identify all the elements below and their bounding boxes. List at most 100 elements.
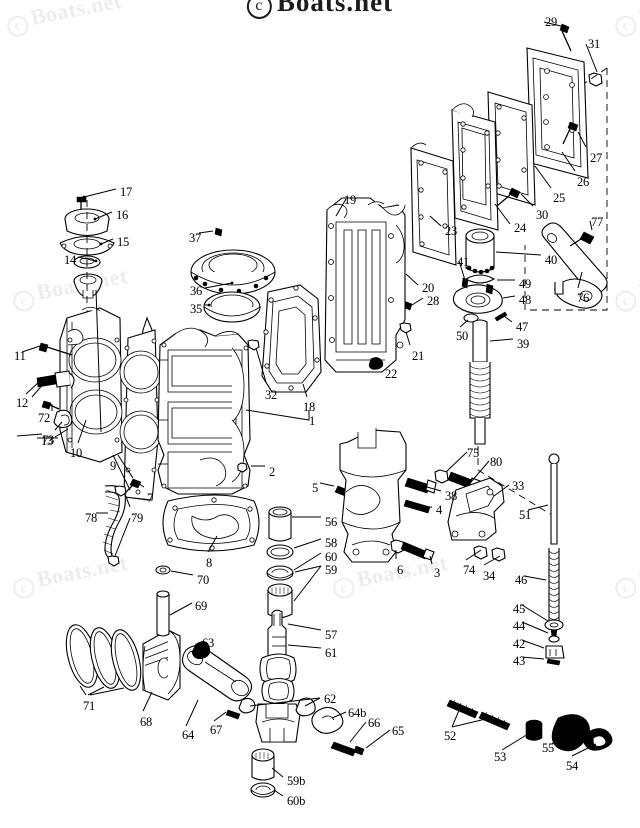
callout-number: 6 <box>397 563 404 577</box>
part-group-head-gasket-9 <box>119 316 163 501</box>
callout-number: 4 <box>436 503 443 517</box>
leader-lines <box>16 21 598 797</box>
callout-number: 59b <box>287 774 306 788</box>
callout-number: 22 <box>385 367 398 381</box>
callout-number: 61 <box>325 646 338 660</box>
callout-number: 73 <box>42 433 55 447</box>
callout-number: 37 <box>189 231 202 245</box>
callout-number: 55 <box>542 741 555 755</box>
callout-number: 51 <box>519 508 532 522</box>
callout-number: 41 <box>457 255 470 269</box>
part-group-bearing-carrier-36 <box>190 227 276 323</box>
callout-number: 44 <box>513 619 526 633</box>
callout-number: 76 <box>577 291 590 305</box>
part-group-main-bearings <box>266 506 294 619</box>
part-group-small-hardware <box>446 699 613 752</box>
part-group-cylinder-block-1 <box>157 327 349 497</box>
part-group-upper-stack <box>59 196 115 320</box>
callout-number: 78 <box>85 511 98 525</box>
part-group-crankshaft-61 <box>250 609 301 798</box>
part-group-piston-68 <box>65 565 365 757</box>
callout-number: 53 <box>494 750 507 764</box>
callout-number: 32 <box>265 388 278 402</box>
callout-number: 40 <box>545 253 558 267</box>
callout-number: 63 <box>202 636 215 650</box>
callout-number: 72 <box>38 411 51 425</box>
callout-number: 75 <box>467 446 480 460</box>
part-group-long-bolt-51 <box>544 453 565 666</box>
callout-number: 33 <box>512 479 525 493</box>
callout-number: 27 <box>590 151 603 165</box>
callout-number: 39 <box>517 337 530 351</box>
callout-number: 57 <box>325 628 338 642</box>
callout-number: 9 <box>110 459 117 473</box>
callout-number: 10 <box>70 446 83 460</box>
callout-number: 14 <box>64 253 77 267</box>
callout-number: 2 <box>269 465 276 479</box>
callout-number: 36 <box>190 284 203 298</box>
callout-number: 68 <box>140 715 153 729</box>
callout-number: 47 <box>516 320 529 334</box>
callout-number: 79 <box>131 511 144 525</box>
callout-number: 54 <box>566 759 579 773</box>
callout-number: 56 <box>325 515 338 529</box>
part-group-cover-gasket-18 <box>247 284 322 393</box>
callout-number: 38 <box>445 489 458 503</box>
callout-number: 48 <box>519 293 532 307</box>
callout-number: 77 <box>591 215 604 229</box>
callout-number: 15 <box>117 235 130 249</box>
callout-number: 62 <box>324 692 337 706</box>
part-group-exhaust-gasket-8 <box>162 494 260 552</box>
callout-number: 74 <box>463 563 476 577</box>
callout-number: 26 <box>577 175 590 189</box>
callout-number: 28 <box>427 294 440 308</box>
callout-number: 70 <box>197 573 210 587</box>
callout-number: 16 <box>116 208 129 222</box>
callout-number: 60 <box>325 550 338 564</box>
part-group-hose-78 <box>102 478 142 567</box>
copyright-icon: c <box>246 0 272 19</box>
callout-number: 69 <box>195 599 208 613</box>
part-group-linkage-76 <box>541 222 608 309</box>
callout-number: 12 <box>16 396 29 410</box>
part-group-cylinder-head-10 <box>36 306 123 463</box>
callout-number: 64 <box>182 728 195 742</box>
part-group-cylinder-covers <box>385 23 603 319</box>
callout-number: 59 <box>325 563 338 577</box>
callout-number: 50 <box>456 329 469 343</box>
callout-number: 23 <box>445 224 458 238</box>
callout-number: 29 <box>545 15 558 29</box>
callout-number: 30 <box>536 208 549 222</box>
callout-number: 65 <box>392 724 405 738</box>
callout-number: 58 <box>325 536 338 550</box>
callout-number: 60b <box>287 794 306 808</box>
callout-number: 49 <box>519 277 532 291</box>
callout-number: 13 <box>41 434 54 448</box>
callout-number: 43 <box>513 654 526 668</box>
callout-number: 31 <box>588 37 601 51</box>
callout-number: 21 <box>412 349 425 363</box>
callout-number: 11 <box>14 349 26 363</box>
callout-number: 35 <box>190 302 203 316</box>
callout-number: 34 <box>483 569 496 583</box>
callout-number: 80 <box>490 455 503 469</box>
callout-number: 18 <box>303 400 316 414</box>
callout-number: 64b <box>348 706 367 720</box>
callout-number: 3 <box>434 566 441 580</box>
callout-number: 5 <box>312 481 319 495</box>
callout-number: 67 <box>210 723 223 737</box>
part-group-starter-drive <box>452 228 508 445</box>
callout-number: 7 <box>147 491 154 505</box>
callout-number: 24 <box>514 221 527 235</box>
callout-number: 71 <box>83 699 96 713</box>
callout-number: 1 <box>309 414 316 428</box>
callout-number: 20 <box>422 281 435 295</box>
callout-number: 52 <box>444 729 457 743</box>
callout-number: 19 <box>344 193 357 207</box>
callout-number: 25 <box>553 191 566 205</box>
part-group-crankcase-19 <box>324 197 412 373</box>
callout-number: 42 <box>513 637 526 651</box>
callout-number: 17 <box>120 185 133 199</box>
